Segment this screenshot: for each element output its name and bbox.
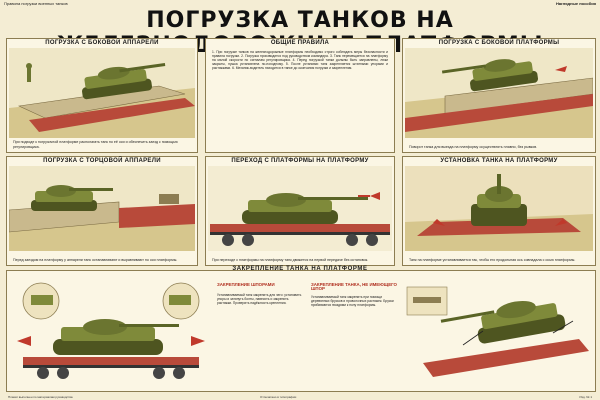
header-right-text: Наглядные пособия	[556, 1, 596, 6]
panel-general-rules: ОБЩИЕ ПРАВИЛА 1. При погрузке танков на …	[205, 38, 395, 153]
rules-text: 1. При погрузке танков на железнодорожны…	[212, 50, 388, 71]
panel-side-platform: ПОГРУЗКА С БОКОВОЙ ПЛАТФОРМЫ Поворот тан…	[402, 38, 596, 153]
header-line: Правила погрузки военных танков Наглядны…	[4, 1, 596, 9]
panel-platform-transfer: ПЕРЕХОД С ПЛАТФОРМЫ НА ПЛАТФОРМУ	[205, 156, 395, 266]
securing-spurs-text: Устанавливаемый танк закрепить для чего:…	[217, 293, 302, 305]
panel-title: УСТАНОВКА ТАНКА НА ПЛАТФОРМУ	[440, 158, 558, 164]
scene-install	[405, 166, 593, 251]
scene-securing-right	[403, 279, 591, 383]
scene-side-platform	[405, 48, 593, 138]
panel-caption: При переходе с платформы на платформу та…	[212, 257, 369, 262]
securing-no-spurs-subtitle: ЗАКРЕПЛЕНИЕ ТАНКА, НЕ ИМЕЮЩЕГО ШПОР	[311, 282, 397, 291]
panel-title: ПЕРЕХОД С ПЛАТФОРМЫ НА ПЛАТФОРМУ	[231, 158, 369, 164]
panel-install: УСТАНОВКА ТАНКА НА ПЛАТФОРМУ Танк на пла…	[402, 156, 596, 266]
scene-side-ramp	[9, 48, 195, 138]
panel-caption: Перед заездом на платформу у аппарели та…	[13, 257, 178, 262]
securing-no-spurs-text: Устанавливаемый танк закрепить при помощ…	[311, 295, 394, 307]
securing-spurs-subtitle: ЗАКРЕПЛЕНИЕ ШПОРАМИ	[217, 282, 275, 287]
panel-end-ramp: ПОГРУЗКА С ТОРЦОВОЙ АППАРЕЛИ Перед заезд…	[6, 156, 198, 266]
footer-left: Плакат выполнен по материалам руководств…	[8, 394, 73, 399]
panel-title: ПОГРУЗКА С БОКОВОЙ АППАРЕЛИ	[45, 40, 159, 46]
footer-mid: Отпечатано в типографии	[260, 394, 297, 399]
section-title: ЗАКРЕПЛЕНИЕ ТАНКА НА ПЛАТФОРМЕ	[232, 266, 368, 272]
footer-right: Изд. № 1	[579, 394, 592, 399]
panel-caption: Поворот танка для выезда на платформу ос…	[409, 144, 538, 149]
panel-side-ramp: ПОГРУЗКА С БОКОВОЙ АППАРЕЛИ При подходе …	[6, 38, 198, 153]
panel-title: ПОГРУЗКА С БОКОВОЙ ПЛАТФОРМЫ	[438, 40, 560, 46]
panel-caption: При подходе к погрузочной платформе расп…	[13, 140, 178, 149]
header-left-text: Правила погрузки военных танков	[4, 1, 68, 6]
panel-caption: Танк на платформе устанавливается так, ч…	[409, 257, 576, 262]
scene-platform-transfer	[208, 166, 392, 251]
panel-title: ПОГРУЗКА С ТОРЦОВОЙ АППАРЕЛИ	[43, 158, 161, 164]
scene-end-ramp	[9, 166, 195, 251]
scene-securing-left	[13, 279, 209, 383]
panel-title: ОБЩИЕ ПРАВИЛА	[270, 40, 330, 46]
panel-securing: ЗАКРЕПЛЕНИЕ ШПОРАМИ Устанавливаемый танк…	[6, 270, 596, 392]
